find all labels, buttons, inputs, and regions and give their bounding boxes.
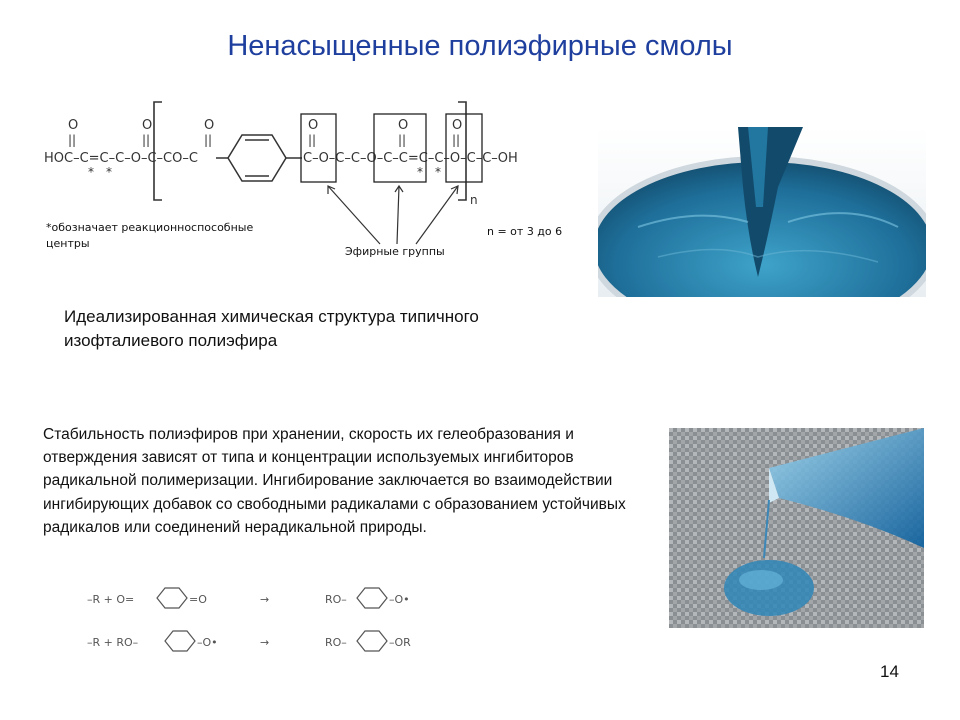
r2-ring-left bbox=[164, 630, 196, 652]
oxygen-3: O bbox=[204, 118, 214, 133]
benzene-ring bbox=[216, 134, 302, 182]
repeat-index-n: n bbox=[470, 193, 478, 207]
oxygen-4: O bbox=[308, 118, 318, 133]
ester-pointer-arrows bbox=[327, 184, 459, 245]
oxygen-2: O bbox=[142, 118, 152, 133]
r2-arrow: → bbox=[260, 636, 269, 649]
r2-right-end: –OR bbox=[389, 636, 411, 649]
reactive-star-2: * bbox=[106, 165, 112, 179]
r2-right: RO– bbox=[325, 636, 347, 649]
r1-right: RO– bbox=[325, 593, 347, 606]
r1-left-end: =O bbox=[189, 593, 207, 606]
double-bond-3: || bbox=[204, 133, 212, 147]
photo-resin-pouring bbox=[598, 127, 926, 297]
inhibition-reactions: –R + O= =O → RO– –O• –R + RO– –O• → RO– … bbox=[87, 587, 411, 652]
reaction-1: –R + O= =O → RO– –O• bbox=[87, 587, 410, 609]
double-bond-4: || bbox=[308, 133, 316, 147]
note-reactive-centers: *обозначает реакционноспособные центры bbox=[46, 221, 254, 250]
structure-caption: Идеализированная химическая структура ти… bbox=[64, 307, 479, 350]
ester-group-boxes bbox=[300, 113, 483, 183]
r2-left: –R + RO– bbox=[87, 636, 138, 649]
polyester-structure-formula: O O O O O O || || || || || || HOC–C=C–C–… bbox=[44, 101, 518, 245]
page-number: 14 bbox=[880, 662, 899, 681]
carbonyl-oxygens: O O O O O O bbox=[68, 118, 462, 133]
double-bond-5: || bbox=[398, 133, 406, 147]
label-ester-groups: Эфирные группы bbox=[345, 245, 445, 258]
r1-ring-right bbox=[356, 587, 388, 609]
note-n-range: n = от 3 до 6 bbox=[487, 225, 563, 238]
r2-ring-right bbox=[356, 630, 388, 652]
reaction-2: –R + RO– –O• → RO– –OR bbox=[87, 630, 411, 652]
oxygen-5: O bbox=[398, 118, 408, 133]
slide-title: Ненасыщенные полиэфирные смолы bbox=[227, 30, 733, 62]
reactive-star-4: * bbox=[435, 165, 441, 179]
double-bond-6: || bbox=[452, 133, 460, 147]
r2-left-end: –O• bbox=[197, 636, 218, 649]
double-bond-marks: || || || || || || bbox=[68, 133, 460, 147]
r1-ring-left bbox=[156, 587, 188, 609]
oxygen-6: O bbox=[452, 118, 462, 133]
r1-left: –R + O= bbox=[87, 593, 134, 606]
photo-resin-on-fabric bbox=[669, 428, 924, 628]
repeat-unit-brackets bbox=[153, 101, 467, 201]
reactive-star-1: * bbox=[88, 165, 94, 179]
oxygen-1: O bbox=[68, 118, 78, 133]
double-bond-2: || bbox=[142, 133, 150, 147]
formula-tail-chain: C–O–C–C–O–C–C=C–C–O–C–C–OH bbox=[303, 151, 518, 166]
formula-main-chain: HOC–C=C–C–O–C–CO–C bbox=[44, 151, 198, 166]
double-bond-1: || bbox=[68, 133, 76, 147]
r1-right-end: –O• bbox=[389, 593, 410, 606]
r1-arrow: → bbox=[260, 593, 269, 606]
reactive-star-3: * bbox=[417, 165, 423, 179]
inhibitor-description-text: Стабильность полиэфиров при хранении, ск… bbox=[43, 426, 626, 536]
